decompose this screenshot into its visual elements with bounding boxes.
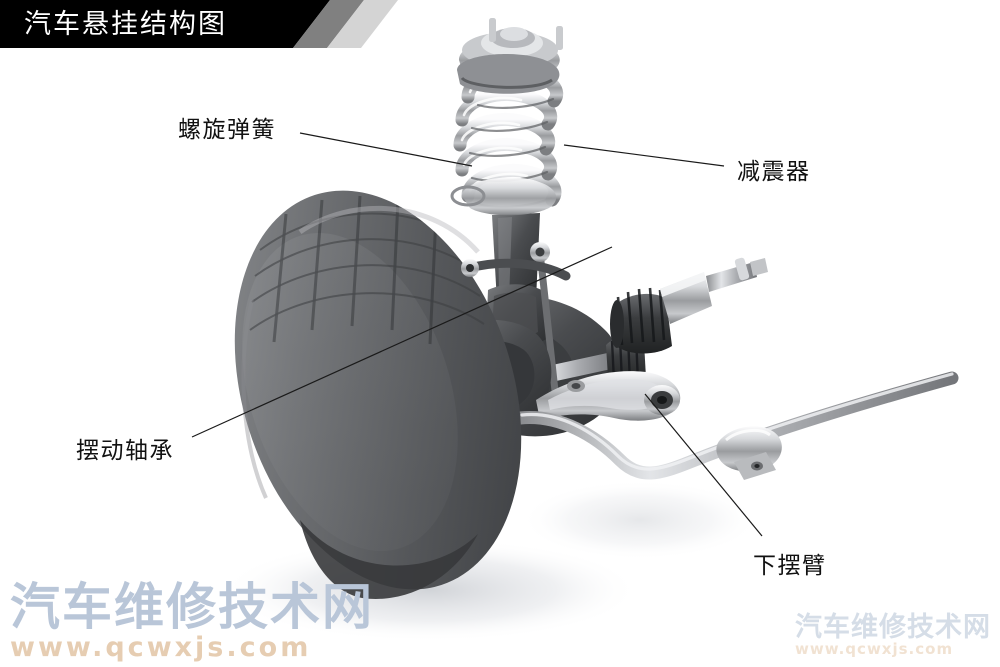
callout-label-lower-control-arm: 下摆臂 (753, 553, 827, 579)
cv-boot-main (610, 287, 672, 354)
control-arm-bushing (644, 385, 680, 415)
lower-spring-seat (450, 177, 557, 216)
sway-bar-bushing-clamp (716, 426, 782, 480)
callout-label-coil-spring: 螺旋弹簧 (178, 117, 276, 143)
strut-top-mount (457, 18, 563, 94)
callout-label-shock-absorber: 减震器 (737, 159, 811, 185)
callout-label-swing-bearing: 摆动轴承 (76, 438, 174, 464)
